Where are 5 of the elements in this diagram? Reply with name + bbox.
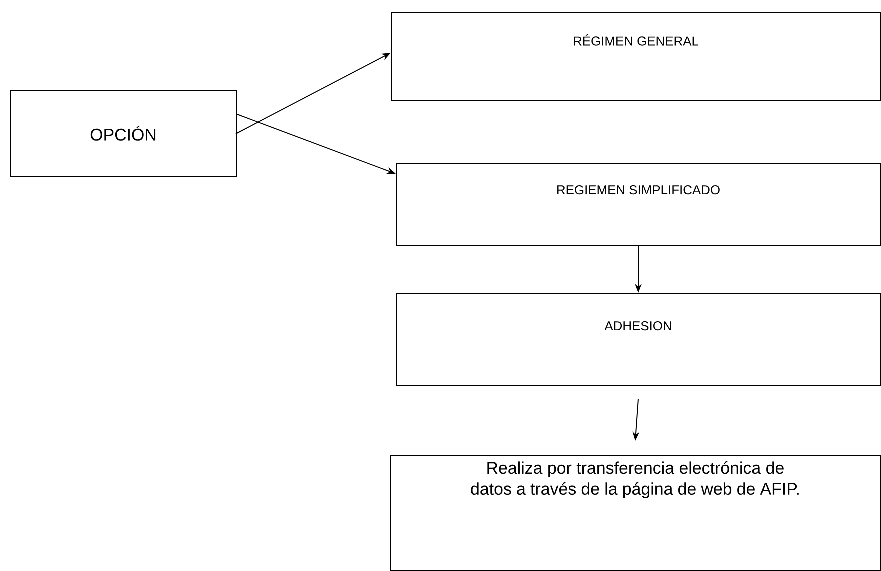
- process-box: OPCIÓN: [10, 90, 237, 177]
- process-box: Realiza por transferencia electrónica de datos a través de la página de web de AFIP.: [390, 455, 881, 571]
- process-box: REGIEMEN SIMPLIFICADO: [396, 163, 881, 246]
- process-box: RÉGIMEN GENERAL: [391, 12, 881, 101]
- process-box: ADHESION: [396, 293, 881, 386]
